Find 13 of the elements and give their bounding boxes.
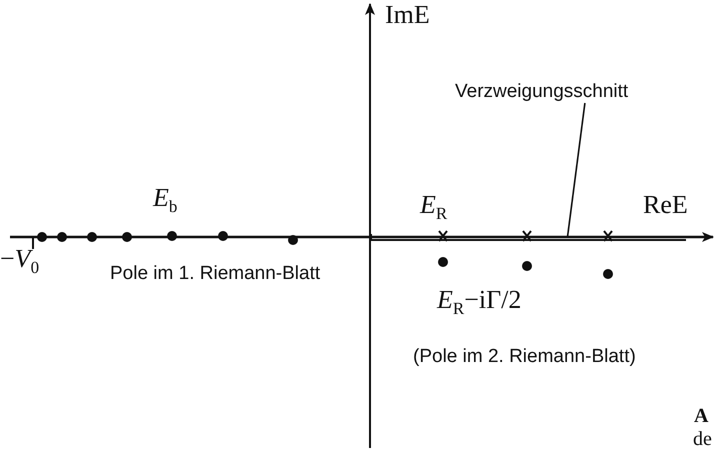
math-label: E$_{R}$−iΓ/2 <box>437 285 522 320</box>
axis-label: ImE <box>385 0 430 30</box>
leader-line <box>566 102 586 238</box>
annotation-text: Pole im 1. Riemann-Blatt <box>110 262 322 285</box>
branch-cut-strip <box>370 234 686 241</box>
annotation-label: Verzweigungsschnitt <box>455 80 628 103</box>
math-label: E$_{R}$ <box>420 190 448 224</box>
caption-fragment: de <box>693 428 712 451</box>
annotation-text: (Pole im 2. Riemann-Blatt) <box>413 345 637 368</box>
caption-fragment: A <box>694 405 708 428</box>
axis-label: ReE <box>643 190 688 220</box>
math-label: E$_{b}$ <box>153 183 178 218</box>
math-label: −V$_{0}$ <box>0 244 40 278</box>
